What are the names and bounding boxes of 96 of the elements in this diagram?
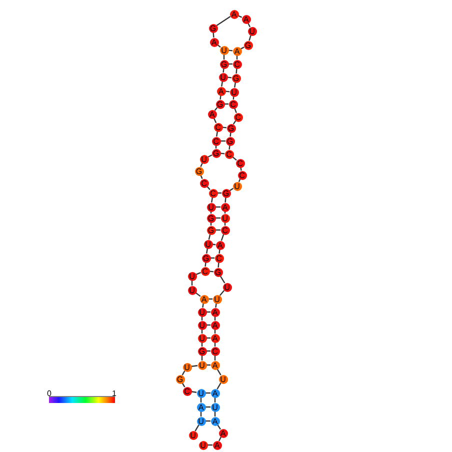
nucleotide-circle: U xyxy=(206,202,216,212)
backbone-line xyxy=(248,35,252,41)
nucleotide-circle: U xyxy=(188,430,198,440)
nucleotide-circle: C xyxy=(236,158,244,168)
nucleotide-circle: A xyxy=(210,308,220,316)
nucleotide-circle: G xyxy=(206,214,216,222)
backbone-line xyxy=(182,370,186,376)
backbone-line xyxy=(247,22,251,28)
backbone-line xyxy=(206,248,208,254)
nucleotide-circle: G xyxy=(226,124,236,132)
nucleotide-circle: U xyxy=(220,214,230,222)
nucleotide-circle: U xyxy=(198,320,206,330)
nucleotide-circle: A xyxy=(242,14,250,24)
nucleotide-circle: A xyxy=(210,388,220,398)
nucleotide-circle: U xyxy=(248,26,256,36)
backbone-line xyxy=(208,154,212,158)
nucleotide-circle: A xyxy=(232,46,242,56)
backbone-line xyxy=(211,197,213,203)
nucleotide-circle: G xyxy=(198,346,206,356)
nucleotide-circle: A xyxy=(218,428,228,438)
nucleotide-circle: U xyxy=(204,240,212,248)
nucleotide-circle: C xyxy=(232,60,242,68)
nucleotide-circle: G xyxy=(232,74,240,82)
nucleotide-circle: U xyxy=(198,308,206,316)
nucleotide-circle: U xyxy=(200,154,208,164)
nucleotide-circle: U xyxy=(230,88,238,96)
nucleotide-circle: C xyxy=(200,266,210,276)
backbone-line xyxy=(216,16,231,26)
nucleotide-circle: A xyxy=(210,416,220,426)
nucleotide-circle: C xyxy=(234,112,242,122)
nucleotide-circle: A xyxy=(210,38,218,46)
nucleotide-circle: A xyxy=(220,202,230,212)
nucleotide-circle: U xyxy=(196,388,206,398)
backbone-line xyxy=(238,178,241,182)
nucleotide-circle: U xyxy=(198,440,208,450)
backbone-line xyxy=(214,107,218,111)
nucleotide-circle: C xyxy=(214,122,222,132)
backbone-line xyxy=(240,46,244,50)
backbone-line xyxy=(194,424,200,432)
nucleotide-circle: G xyxy=(214,268,222,276)
nucleotide-circle: A xyxy=(216,86,226,96)
nucleotide-circle: U xyxy=(196,416,206,426)
nucleotide-circle: A xyxy=(200,294,208,304)
backbone-line xyxy=(221,81,223,87)
nucleotide-circle: C xyxy=(182,386,192,396)
nucleotide-circle: C xyxy=(214,254,224,262)
nucleotide-circle: G xyxy=(208,24,218,32)
nucleotide-circle: G xyxy=(202,254,210,262)
backbone-line xyxy=(191,391,197,393)
backbone-line xyxy=(219,290,225,296)
nucleotide-circle: U xyxy=(212,294,222,304)
backbone-line xyxy=(234,82,236,88)
nucleotide-circle: G xyxy=(216,100,224,108)
nucleotide-circle: U xyxy=(188,286,196,294)
nucleotide-circle: U xyxy=(218,72,228,82)
nucleotide-circle: U xyxy=(222,282,232,292)
nucleotide-circle: A xyxy=(196,402,206,412)
nucleotide-circle: A xyxy=(212,440,222,450)
nucleotide-circle: C xyxy=(200,178,208,188)
nucleotide-circle: C xyxy=(228,100,238,108)
nucleotide-circle: C xyxy=(224,150,234,158)
nucleotide-circle: U xyxy=(210,402,220,412)
nucleotide-circle: G xyxy=(212,148,220,158)
nucleotide-circle: C xyxy=(208,188,218,198)
backbone-line xyxy=(200,162,203,168)
scale-tick-label: 0 xyxy=(47,389,52,398)
nucleotide-circle: U xyxy=(198,360,206,370)
nucleotide-circle: G xyxy=(226,136,234,146)
scale-tick-label: 1 xyxy=(112,389,116,398)
nucleotide-circle: A xyxy=(210,360,220,370)
nucleotide-circle: U xyxy=(218,374,228,384)
nucleotide-circle: G xyxy=(194,166,204,176)
backbone-line xyxy=(218,436,222,442)
backbone-line xyxy=(191,365,198,367)
nucleotide-circle: U xyxy=(232,182,242,190)
nucleotide-circle: U xyxy=(188,272,196,280)
nucleotide-circle: A xyxy=(208,110,216,118)
nucleotide-circle: C xyxy=(238,170,246,180)
nucleotide-circle: A xyxy=(210,320,220,330)
nucleotide-circle: C xyxy=(212,136,220,146)
nucleotide-circle: A xyxy=(230,10,238,18)
backbone-line xyxy=(216,131,218,137)
nucleotide-circle: A xyxy=(216,240,224,250)
nucleotide-circle: G xyxy=(220,60,228,68)
backbone-line xyxy=(216,382,222,390)
backbone-line xyxy=(216,368,222,376)
nucleotide-circle: U xyxy=(198,334,206,342)
nucleotide-circle: G xyxy=(222,188,230,198)
nucleotide-circle: C xyxy=(210,346,220,356)
nucleotide-circle: G xyxy=(244,40,252,50)
nucleotide-circle: G xyxy=(206,226,216,234)
nucleotide-circle: U xyxy=(220,46,228,54)
nucleotide-circle: U xyxy=(182,362,192,372)
nucleotide-circle: A xyxy=(210,334,220,342)
nucleotide-circle: C xyxy=(220,226,230,234)
nucleotide-circle: G xyxy=(176,374,184,384)
